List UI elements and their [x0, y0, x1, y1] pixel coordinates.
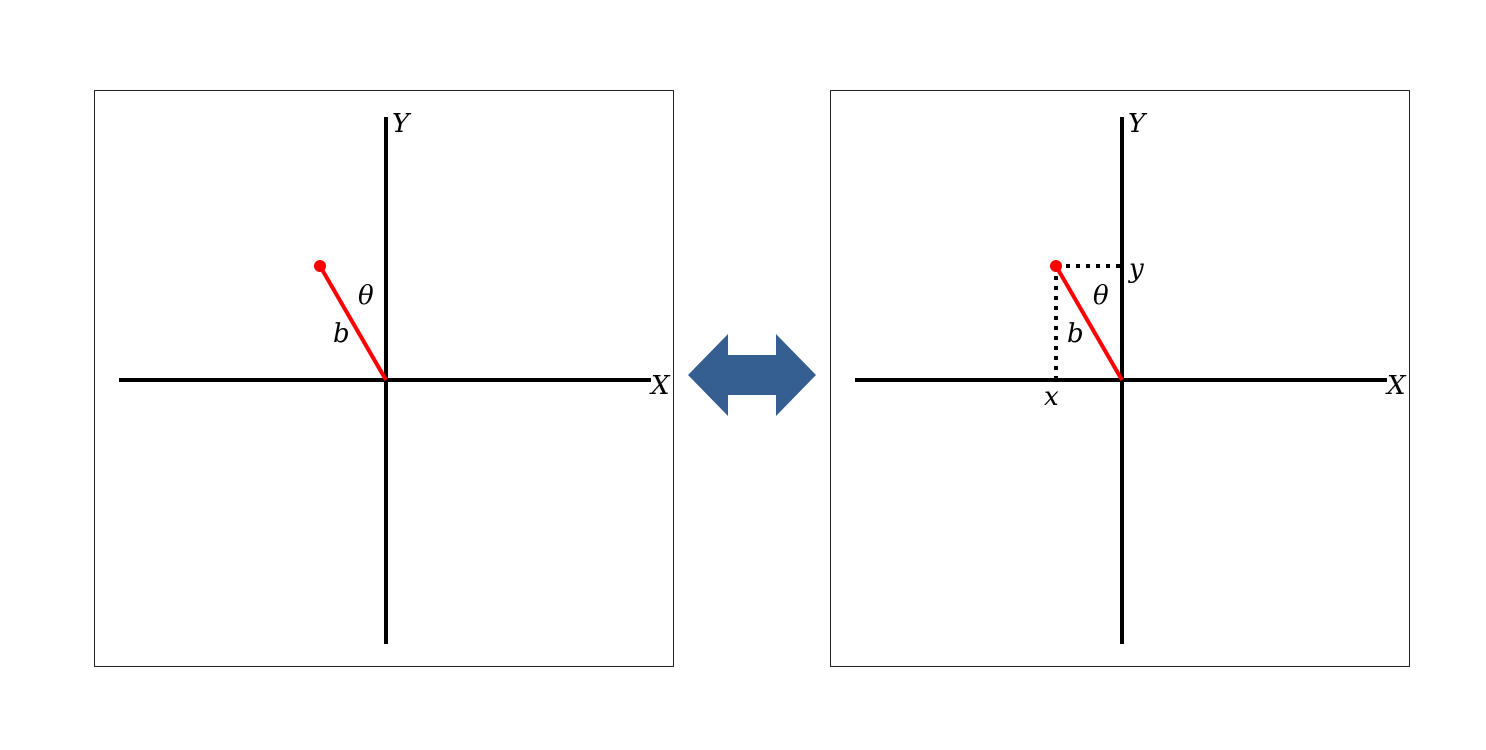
length-b-label: b: [333, 319, 350, 349]
x-axis-label: X: [649, 371, 671, 401]
angle-theta-label: θ: [1093, 281, 1109, 311]
vector-b: [1054, 264, 1124, 382]
length-b-label: b: [1067, 319, 1084, 349]
cartesian-diagram: Y X θ b y x: [855, 109, 1407, 644]
vector-endpoint: [1050, 260, 1062, 272]
cartesian-projection-panel: Y X θ b y x: [830, 90, 1410, 667]
y-projection-label: y: [1128, 254, 1144, 284]
x-projection-label: x: [1044, 382, 1059, 412]
double-headed-arrow-polygon: [688, 334, 816, 416]
x-axis-label: X: [1385, 371, 1407, 401]
y-axis-label: Y: [392, 109, 412, 139]
double-headed-arrow-icon: [688, 334, 816, 416]
vector-b: [318, 264, 388, 382]
polar-diagram: Y X θ b: [119, 109, 671, 644]
angle-theta-label: θ: [358, 281, 374, 311]
vector-endpoint: [314, 260, 326, 272]
double-headed-arrow-shape: [688, 334, 816, 416]
polar-coordinate-panel: Y X θ b: [94, 90, 674, 667]
y-axis-label: Y: [1128, 109, 1148, 139]
